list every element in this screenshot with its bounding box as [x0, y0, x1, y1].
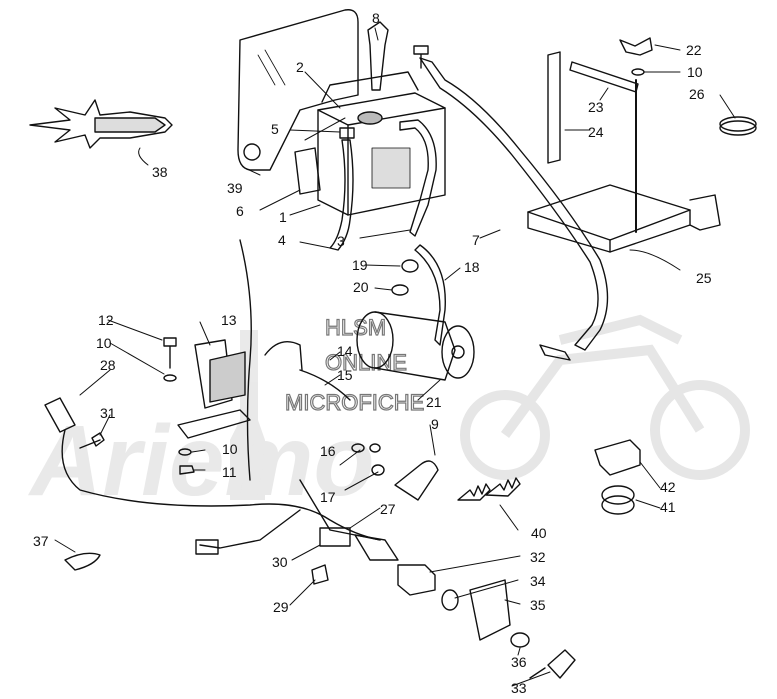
- lock-ring-icon: [441, 589, 459, 611]
- callout-10-left: 10: [96, 335, 112, 351]
- washer-10-top: [163, 374, 177, 382]
- callout-labels: 1 2 3 4 5 6 7 8 9 10 10 10 11 12 13 14 1…: [33, 10, 712, 696]
- rubber-boot: [394, 460, 439, 501]
- callout-6: 6: [236, 203, 244, 219]
- clamp-ring-icon: [719, 116, 757, 136]
- terminal-boot: [367, 21, 389, 91]
- callout-41: 41: [660, 499, 676, 515]
- washer-icon: [631, 68, 645, 76]
- terminal-cap: [357, 111, 383, 125]
- spring-coils-icon: [457, 477, 521, 501]
- callout-10-bottom: 10: [222, 441, 238, 457]
- switch-bracket: [469, 579, 511, 641]
- callout-26: 26: [689, 86, 705, 102]
- starter-motor: [356, 311, 475, 381]
- callout-8: 8: [372, 10, 380, 26]
- watermark-text: HLSM ONLINE MICROFICHE: [284, 314, 425, 415]
- callout-33: 33: [511, 680, 527, 696]
- vent-hose: [329, 139, 354, 251]
- callout-18: 18: [464, 259, 480, 275]
- callout-28: 28: [100, 357, 116, 373]
- callout-4: 4: [278, 232, 286, 248]
- terminal-bolt-top: [413, 45, 429, 69]
- main-wiring-harness: [44, 239, 381, 555]
- harness-plug-27: [354, 534, 399, 561]
- starter-solenoid: [177, 339, 251, 439]
- callout-34: 34: [530, 573, 546, 589]
- callout-36: 36: [511, 654, 527, 670]
- negative-cable: [399, 119, 437, 237]
- solenoid-wire-14: [264, 341, 303, 371]
- harness-connector-30: [319, 527, 351, 547]
- callout-37: 37: [33, 533, 49, 549]
- callout-10-right: 10: [687, 64, 703, 80]
- wing-nut-icon: [619, 37, 653, 56]
- callout-20: 20: [353, 279, 369, 295]
- fuse-holder-29: [311, 564, 329, 585]
- hold-down-bar-23: [569, 61, 639, 93]
- callout-27: 27: [380, 501, 396, 517]
- callout-31: 31: [100, 405, 116, 421]
- battery-tray: [527, 79, 721, 253]
- terminal-bolt: [339, 127, 355, 139]
- watermark: Ariemo: [27, 220, 750, 517]
- switch-nut: [510, 632, 530, 648]
- solenoid-wire-15: [299, 369, 351, 401]
- callout-25: 25: [696, 270, 712, 286]
- callout-7: 7: [472, 232, 480, 248]
- callout-14: 14: [337, 343, 353, 359]
- callout-1: 1: [279, 209, 287, 225]
- nut-11: [179, 465, 195, 475]
- callout-3: 3: [337, 233, 345, 249]
- callout-40: 40: [531, 525, 547, 541]
- wire-tie-icon: [64, 552, 101, 571]
- nut-icon: [401, 259, 419, 273]
- positive-cable: [419, 57, 609, 351]
- callout-32: 32: [530, 549, 546, 565]
- callout-9: 9: [431, 416, 439, 432]
- callout-15: 15: [337, 367, 353, 383]
- callout-24: 24: [588, 124, 604, 140]
- callout-30: 30: [272, 554, 288, 570]
- battery-cover-panel: [237, 9, 359, 171]
- watermark-line-3: MICROFICHE: [285, 390, 424, 415]
- nut-16b: [369, 443, 381, 453]
- clamp-41-icon: [601, 485, 635, 515]
- decal-emblem-icon: [29, 99, 173, 149]
- callout-22: 22: [686, 42, 702, 58]
- hold-down-strap-24: [547, 51, 561, 164]
- washer-10-bottom: [178, 448, 192, 456]
- cable-end-bolt: [539, 344, 571, 361]
- screw-31: [79, 432, 105, 449]
- callout-21: 21: [426, 394, 442, 410]
- mounting-bracket-42: [594, 439, 641, 476]
- watermark-brand: Ariemo: [27, 405, 375, 517]
- nut-17: [371, 464, 385, 476]
- callout-29: 29: [273, 599, 289, 615]
- callout-13: 13: [221, 312, 237, 328]
- callout-5: 5: [271, 121, 279, 137]
- ignition-key-icon: [529, 649, 576, 679]
- motorcycle-watermark-icon: [460, 314, 750, 480]
- ignition-switch: [397, 564, 436, 596]
- callout-11: 11: [222, 464, 237, 480]
- bolt-12: [163, 337, 177, 369]
- battery-bracket-left: [294, 147, 321, 195]
- callout-17: 17: [320, 489, 336, 505]
- callout-2: 2: [296, 59, 304, 75]
- starter-cable: [414, 244, 446, 346]
- callout-42: 42: [660, 479, 676, 495]
- watermark-line-1: HLSM: [325, 315, 386, 340]
- callout-19: 19: [352, 257, 368, 273]
- callout-39: 39: [227, 180, 243, 196]
- ring-terminal: [391, 284, 409, 296]
- callout-16: 16: [320, 443, 336, 459]
- callout-35: 35: [530, 597, 546, 613]
- callout-38: 38: [152, 164, 168, 180]
- callout-23: 23: [588, 99, 604, 115]
- leader-lines: [54, 27, 736, 687]
- callout-12: 12: [98, 312, 114, 328]
